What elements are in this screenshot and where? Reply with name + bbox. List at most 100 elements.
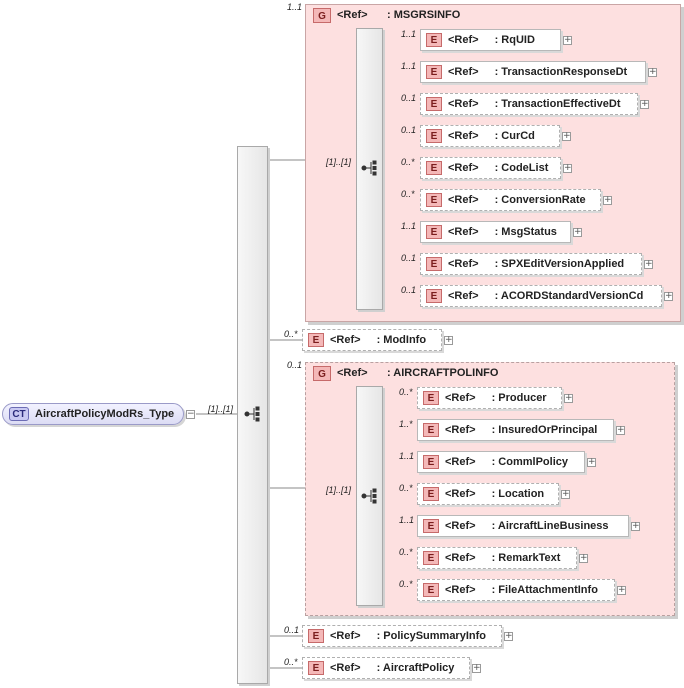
element-commlpolicy[interactable]: E<Ref>: CommlPolicy + — [417, 451, 596, 473]
element-badge: E — [308, 661, 324, 675]
ref-label: <Ref> — [445, 456, 476, 468]
element-multiplicity: 1..1 — [401, 221, 417, 231]
element-badge: E — [426, 161, 442, 175]
expand-toggle[interactable]: + — [631, 521, 640, 531]
element-multiplicity: 0..* — [399, 547, 413, 557]
aircraftpolinfo-sequence-multiplicity: [1]..[1] — [326, 485, 352, 495]
element-name: : CodeList — [494, 162, 549, 174]
element-fileattachmentinfo[interactable]: E <Ref> : FileAttachmentInfo + — [417, 579, 626, 601]
ref-label: <Ref> — [445, 520, 476, 532]
element-multiplicity: 0..1 — [401, 285, 417, 295]
aircraftpolinfo-multiplicity: 0..1 — [287, 360, 303, 370]
element-name: : RemarkText — [491, 552, 561, 564]
expand-toggle[interactable]: + — [561, 489, 570, 499]
element-multiplicity: 0..* — [401, 189, 415, 199]
element-transactioneffectivedt[interactable]: E<Ref>: TransactionEffectiveDt + — [420, 93, 649, 115]
group-badge: G — [313, 366, 331, 381]
element-name: : MsgStatus — [494, 226, 557, 238]
element-multiplicity: 0..* — [399, 483, 413, 493]
element-multiplicity: 1..1 — [399, 515, 415, 525]
element-name: : FileAttachmentInfo — [491, 584, 598, 596]
element-policysummaryinfo[interactable]: E<Ref>: PolicySummaryInfo + — [302, 625, 513, 647]
element-badge: E — [423, 583, 439, 597]
element-location[interactable]: E<Ref>: Location + — [417, 483, 570, 505]
element-multiplicity: 0..* — [401, 157, 415, 167]
group-badge: G — [313, 8, 331, 23]
expand-toggle[interactable]: + — [563, 35, 572, 45]
element-acordstandardversioncd[interactable]: E<Ref>: ACORDStandardVersionCd + — [420, 285, 673, 307]
element-badge: E — [423, 455, 439, 469]
element-name: : PolicySummaryInfo — [376, 630, 486, 642]
element-name: : TransactionResponseDt — [494, 66, 628, 78]
element-curcd[interactable]: E<Ref>: CurCd + — [420, 125, 571, 147]
ref-label: <Ref> — [330, 334, 361, 346]
expand-toggle[interactable]: + — [644, 259, 653, 269]
element-name: : AircraftPolicy — [376, 662, 455, 674]
element-badge: E — [308, 333, 324, 347]
element-name: : SPXEditVersionApplied — [494, 258, 625, 270]
expand-toggle[interactable]: + — [444, 335, 453, 345]
sequence-icon — [361, 160, 377, 176]
element-name: : ConversionRate — [494, 194, 586, 206]
root-sequence-multiplicity: [1]..[1] — [208, 404, 234, 414]
msgrsinfo-sequence-bar — [356, 28, 383, 310]
expand-toggle[interactable]: + — [562, 131, 571, 141]
expand-toggle[interactable]: + — [664, 291, 673, 301]
element-producer[interactable]: E<Ref>: Producer + — [417, 387, 573, 409]
msgrsinfo-multiplicity: 1..1 — [287, 2, 303, 12]
element-multiplicity: 0..1 — [284, 625, 300, 635]
expand-toggle[interactable]: + — [573, 227, 582, 237]
expand-toggle[interactable]: + — [603, 195, 612, 205]
sequence-icon — [244, 406, 260, 422]
element-multiplicity: 0..1 — [401, 93, 417, 103]
ref-label: <Ref> — [445, 424, 476, 436]
element-multiplicity: 0..1 — [401, 125, 417, 135]
element-transactionresponsedt[interactable]: E<Ref>: TransactionResponseDt + — [420, 61, 657, 83]
element-multiplicity: 1..1 — [399, 451, 415, 461]
ref-label: <Ref> — [448, 34, 479, 46]
element-badge: E — [423, 551, 439, 565]
element-msgstatus[interactable]: E<Ref>: MsgStatus + — [420, 221, 582, 243]
expand-toggle[interactable]: + — [616, 425, 625, 435]
collapse-toggle[interactable]: − — [186, 409, 195, 419]
element-conversionrate[interactable]: E<Ref>: ConversionRate + — [420, 189, 612, 211]
element-name: : RqUID — [494, 34, 535, 46]
expand-toggle[interactable]: + — [640, 99, 649, 109]
expand-toggle[interactable]: + — [648, 67, 657, 77]
element-codelist[interactable]: E<Ref>: CodeList + — [420, 157, 572, 179]
expand-toggle[interactable]: + — [587, 457, 596, 467]
ref-label: <Ref> — [448, 66, 479, 78]
element-multiplicity: 0..* — [399, 579, 413, 589]
element-badge: E — [423, 423, 439, 437]
aircraftpolinfo-name: : AIRCRAFTPOLINFO — [387, 367, 499, 379]
element-name: : CurCd — [494, 130, 535, 142]
element-aircraftlinebusiness[interactable]: E<Ref>: AircraftLineBusiness + — [417, 515, 640, 537]
element-name: : Producer — [491, 392, 547, 404]
complex-type-node[interactable]: CT AircraftPolicyModRs_Type — [2, 403, 184, 425]
ref-label: <Ref> — [445, 552, 476, 564]
group-ref-label: <Ref> — [337, 9, 368, 21]
expand-toggle[interactable]: + — [617, 585, 626, 595]
group-ref-label: <Ref> — [337, 367, 368, 379]
element-modinfo[interactable]: E<Ref>: ModInfo + — [302, 329, 453, 351]
main-sequence-bar — [237, 146, 268, 684]
complex-type-badge: CT — [9, 407, 29, 421]
element-insuredorprincipal[interactable]: E<Ref>: InsuredOrPrincipal + — [417, 419, 625, 441]
element-remarktext[interactable]: E <Ref> : RemarkText + — [417, 547, 588, 569]
element-aircraftpolicy[interactable]: E<Ref>: AircraftPolicy + — [302, 657, 481, 679]
complex-type-name: AircraftPolicyModRs_Type — [35, 408, 175, 420]
expand-toggle[interactable]: + — [504, 631, 513, 641]
expand-toggle[interactable]: + — [579, 553, 588, 563]
element-spxeditversionapplied[interactable]: E<Ref>: SPXEditVersionApplied + — [420, 253, 653, 275]
expand-toggle[interactable]: + — [563, 163, 572, 173]
element-badge: E — [426, 129, 442, 143]
element-name: : Location — [491, 488, 545, 500]
expand-toggle[interactable]: + — [472, 663, 481, 673]
element-badge: E — [426, 225, 442, 239]
expand-toggle[interactable]: + — [564, 393, 573, 403]
element-rquid[interactable]: E<Ref>: RqUID + — [420, 29, 572, 51]
element-multiplicity: 0..* — [284, 657, 298, 667]
msgrsinfo-sequence-multiplicity: [1]..[1] — [326, 157, 352, 167]
element-badge: E — [426, 289, 442, 303]
ref-label: <Ref> — [445, 584, 476, 596]
